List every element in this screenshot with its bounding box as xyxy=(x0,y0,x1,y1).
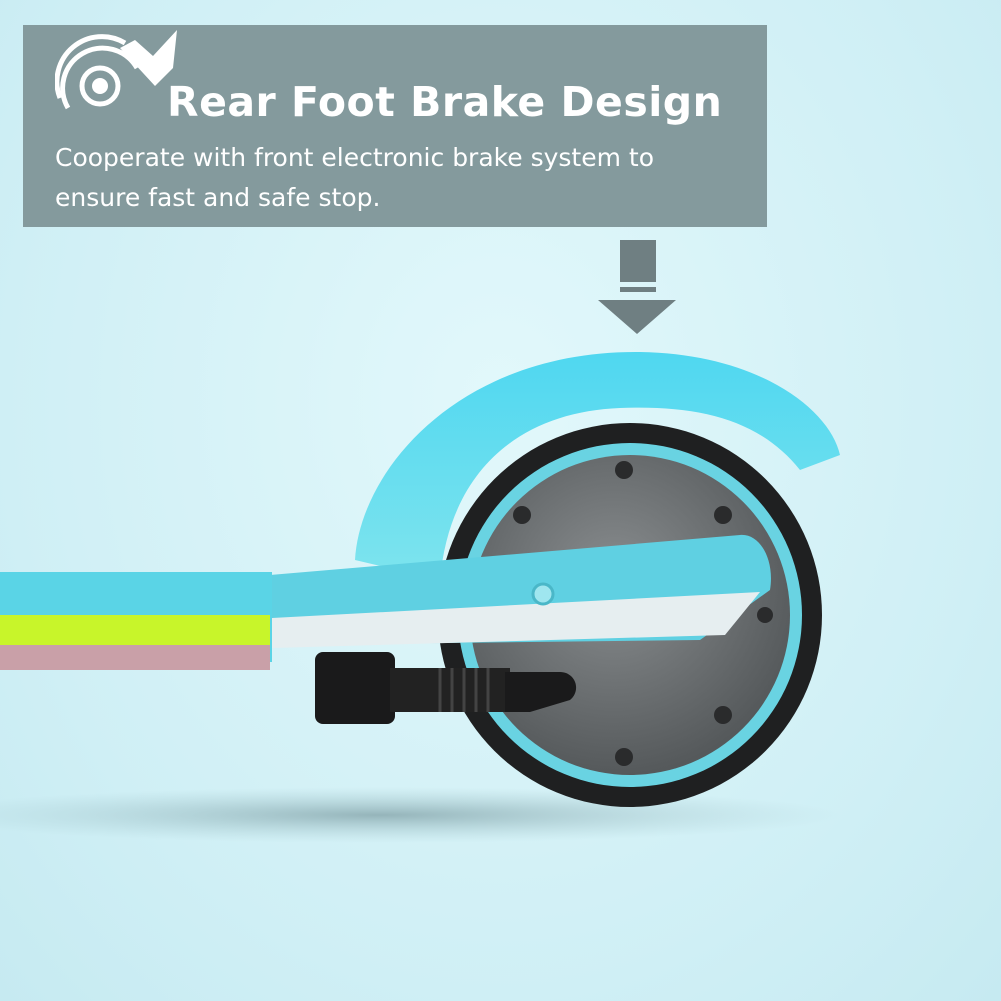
reflector-strip xyxy=(272,592,760,648)
kickstand xyxy=(315,652,577,724)
ground-shadow xyxy=(0,787,840,843)
banner-title: Rear Foot Brake Design xyxy=(167,78,723,126)
description-line: ensure fast and safe stop. xyxy=(55,183,381,212)
deck-light-strip xyxy=(0,615,270,645)
pivot-bolt xyxy=(531,582,555,606)
rear-brake-icon xyxy=(55,30,177,110)
description-line: Cooperate with front electronic brake sy… xyxy=(55,143,654,172)
banner-description: Cooperate with front electronic brake sy… xyxy=(55,138,654,218)
rear-fender xyxy=(355,351,840,580)
down-arrow-icon xyxy=(598,240,676,334)
